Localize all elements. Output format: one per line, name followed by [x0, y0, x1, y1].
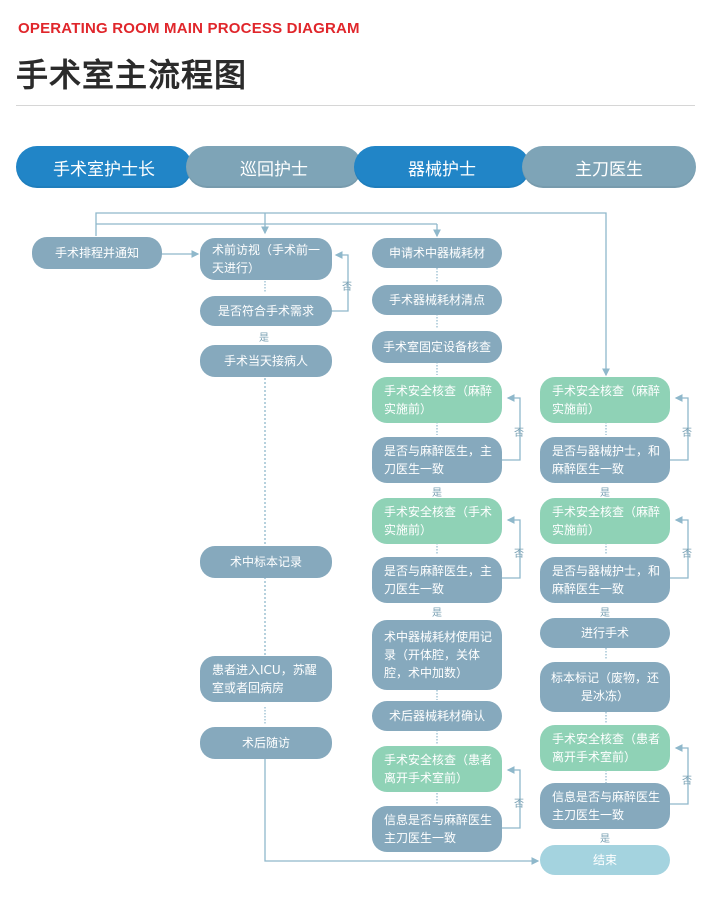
node-surgeon-safety-check-1: 手术安全核查（麻醉实施前） — [540, 377, 670, 423]
node-postop-confirm: 术后器械耗材确认 — [372, 701, 502, 731]
label-no-1: 否 — [342, 282, 352, 293]
label-no-4: 否 — [514, 799, 524, 810]
label-yes-5: 是 — [600, 608, 610, 619]
label-no-3: 否 — [514, 549, 524, 560]
node-count-consumables: 手术器械耗材清点 — [372, 285, 502, 315]
node-meets-requirements: 是否符合手术需求 — [200, 296, 332, 326]
lane-head-nurse: 手术室护士长 — [16, 146, 192, 188]
node-consistency-3: 信息是否与麻醉医生主刀医生一致 — [372, 806, 502, 852]
node-apply-consumables: 申请术中器械耗材 — [372, 238, 502, 268]
node-surgeon-consistency-1: 是否与器械护士，和麻醉医生一致 — [540, 437, 670, 483]
label-yes-1: 是 — [259, 333, 269, 344]
label-no-6: 否 — [682, 549, 692, 560]
label-yes-3: 是 — [432, 608, 442, 619]
node-consistency-1: 是否与麻醉医生，主刀医生一致 — [372, 437, 502, 483]
title-cn: 手术室主流程图 — [16, 56, 248, 94]
label-no-2: 否 — [514, 428, 524, 439]
title-divider — [16, 105, 695, 106]
title-en: OPERATING ROOM MAIN PROCESS DIAGRAM — [18, 20, 360, 37]
lane-circulating-nurse: 巡回护士 — [186, 146, 362, 188]
label-yes-4: 是 — [600, 488, 610, 499]
node-specimen-record: 术中标本记录 — [200, 546, 332, 578]
label-yes-2: 是 — [432, 488, 442, 499]
node-safety-check-3: 手术安全核查（患者离开手术室前） — [372, 746, 502, 792]
node-icu-transfer: 患者进入ICU，苏醒室或者回病房 — [200, 656, 332, 702]
node-consistency-2: 是否与麻醉医生，主刀医生一致 — [372, 557, 502, 603]
node-fixed-equipment-check: 手术室固定设备核查 — [372, 331, 502, 363]
node-safety-check-2: 手术安全核查（手术实施前） — [372, 498, 502, 544]
node-surgeon-consistency-3: 信息是否与麻醉医生主刀医生一致 — [540, 783, 670, 829]
node-safety-check-1: 手术安全核查（麻醉实施前） — [372, 377, 502, 423]
node-schedule-notify: 手术排程并通知 — [32, 237, 162, 269]
lane-chief-surgeon: 主刀医生 — [522, 146, 696, 188]
node-receive-patient: 手术当天接病人 — [200, 345, 332, 377]
lane-scrub-nurse: 器械护士 — [354, 146, 530, 188]
node-specimen-mark: 标本标记（废物，还是冰冻） — [540, 662, 670, 712]
node-perform-surgery: 进行手术 — [540, 618, 670, 648]
node-end: 结束 — [540, 845, 670, 875]
label-no-7: 否 — [682, 776, 692, 787]
node-preop-visit: 术前访视（手术前一天进行） — [200, 238, 332, 280]
node-usage-record: 术中器械耗材使用记录（开体腔，关体腔，术中加数） — [372, 620, 502, 690]
label-no-5: 否 — [682, 428, 692, 439]
node-surgeon-consistency-2: 是否与器械护士，和麻醉医生一致 — [540, 557, 670, 603]
node-surgeon-safety-check-2: 手术安全核查（麻醉实施前） — [540, 498, 670, 544]
label-yes-6: 是 — [600, 834, 610, 845]
node-surgeon-safety-check-3: 手术安全核查（患者离开手术室前） — [540, 725, 670, 771]
node-postop-followup: 术后随访 — [200, 727, 332, 759]
